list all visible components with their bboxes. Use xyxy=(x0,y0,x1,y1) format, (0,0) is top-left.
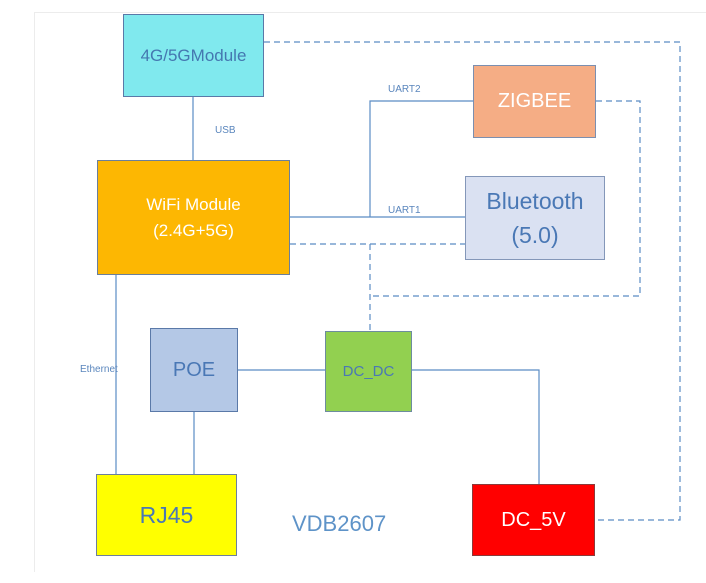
dc-dc-label: DC_DC xyxy=(342,363,395,380)
usb-connection-label: USB xyxy=(215,125,236,136)
module-4g5g-block: 4G/5GModule xyxy=(123,14,264,97)
dc-5v-block: DC_5V xyxy=(472,484,595,556)
power-zigbee-line xyxy=(370,100,641,297)
bluetooth-block: Bluetooth (5.0) xyxy=(465,176,605,260)
rj45-block: RJ45 xyxy=(96,474,237,556)
model-name-label: VDB2607 xyxy=(292,511,387,536)
ethernet-connection-label: Ethernet xyxy=(80,364,118,375)
dcdc-to-dc5v-line xyxy=(412,369,540,484)
uart2-connection-label: UART2 xyxy=(388,84,421,95)
poe-label: POE xyxy=(172,358,216,381)
dc-dc-block: DC_DC xyxy=(325,331,412,412)
poe-block: POE xyxy=(150,328,238,412)
rj45-label: RJ45 xyxy=(139,501,194,528)
uart1-connection-label: UART1 xyxy=(388,205,421,216)
dc-5v-label: DC_5V xyxy=(501,508,566,531)
wifi-module-label: WiFi Module (2.4G+5G) xyxy=(146,194,241,240)
bluetooth-label: Bluetooth (5.0) xyxy=(486,188,584,248)
zigbee-label: ZIGBEE xyxy=(497,90,572,112)
uart2-line xyxy=(369,100,473,217)
frame-top-border xyxy=(34,12,706,13)
frame-left-border xyxy=(34,12,35,572)
module-4g5g-label: 4G/5GModule xyxy=(140,45,247,65)
zigbee-block: ZIGBEE xyxy=(473,65,596,138)
power-4g5g-line xyxy=(264,41,681,521)
wifi-module-block: WiFi Module (2.4G+5G) xyxy=(97,160,290,275)
